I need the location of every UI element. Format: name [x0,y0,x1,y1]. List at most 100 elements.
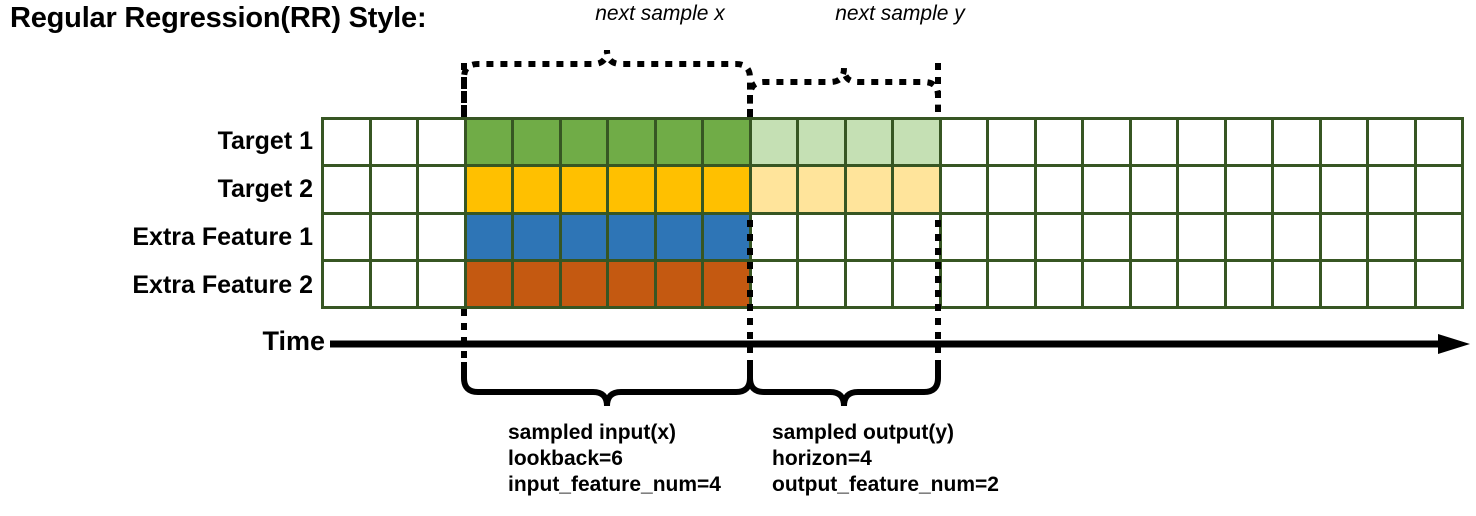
grid-cell-extra-feature-1-col-19 [1226,214,1271,259]
time-series-grid [321,117,1464,309]
grid-cell-extra-feature-1-col-0 [324,214,369,259]
note-sampled-input-line3: input_feature_num=4 [508,473,721,496]
row-label-extra-feature-2: Extra Feature 2 [132,271,313,299]
grid-cell-target-2-col-21 [1321,167,1366,212]
grid-cell-target-1-col-0 [324,120,369,165]
grid-cell-target-2-col-13 [941,167,986,212]
grid-cell-target-2-col-2 [419,167,464,212]
grid-cell-target-2-col-0 [324,167,369,212]
grid-cell-extra-feature-2-col-5 [561,261,606,306]
grid-cell-extra-feature-2-col-8 [704,261,749,306]
grid-cell-extra-feature-1-col-20 [1274,214,1319,259]
grid-cell-target-2-col-15 [1036,167,1081,212]
grid-cell-extra-feature-2-col-6 [609,261,654,306]
grid-cell-target-2-col-3 [466,167,511,212]
grid-cell-extra-feature-1-col-6 [609,214,654,259]
grid-cell-target-2-col-5 [561,167,606,212]
row-label-target-1: Target 1 [217,127,313,155]
grid-cell-target-1-col-17 [1131,120,1176,165]
grid-cell-extra-feature-2-col-19 [1226,261,1271,306]
grid-cell-target-1-col-14 [989,120,1034,165]
grid-cell-extra-feature-1-col-18 [1179,214,1224,259]
grid-cell-extra-feature-1-col-23 [1416,214,1461,259]
note-sampled-output-line3: output_feature_num=2 [772,473,999,496]
grid-cell-extra-feature-2-col-4 [514,261,559,306]
grid-cell-target-2-col-8 [704,167,749,212]
grid-cell-extra-feature-1-col-5 [561,214,606,259]
note-sampled-output-line1: sampled output(y) [772,421,954,444]
grid-cell-extra-feature-1-col-7 [656,214,701,259]
grid-cell-extra-feature-2-col-1 [371,261,416,306]
grid-cell-target-1-col-12 [894,120,939,165]
grid-cell-extra-feature-1-col-13 [941,214,986,259]
grid-cell-extra-feature-2-col-17 [1131,261,1176,306]
grid-cell-extra-feature-1-col-9 [751,214,796,259]
grid-cell-extra-feature-2-col-2 [419,261,464,306]
grid-cell-target-1-col-19 [1226,120,1271,165]
brace-next-sample-y [747,67,941,117]
grid-cell-extra-feature-2-col-9 [751,261,796,306]
grid-cell-extra-feature-2-col-14 [989,261,1034,306]
row-label-target-2: Target 2 [217,175,313,203]
note-sampled-input-line2: lookback=6 [508,447,623,470]
note-sampled-output: sampled output(y) horizon=4 output_featu… [772,420,999,498]
grid-cell-target-2-col-16 [1084,167,1129,212]
grid-cell-extra-feature-2-col-11 [846,261,891,306]
grid-cell-extra-feature-1-col-10 [799,214,844,259]
note-sampled-input-line1: sampled input(x) [508,421,677,444]
grid-cell-extra-feature-1-col-14 [989,214,1034,259]
grid-cell-target-2-col-20 [1274,167,1319,212]
grid-cell-extra-feature-2-col-15 [1036,261,1081,306]
grid-cell-target-1-col-18 [1179,120,1224,165]
grid-cell-target-2-col-10 [799,167,844,212]
grid-cell-target-1-col-15 [1036,120,1081,165]
grid-cell-target-1-col-4 [514,120,559,165]
grid-cell-target-2-col-1 [371,167,416,212]
grid-cell-extra-feature-1-col-17 [1131,214,1176,259]
note-sampled-input: sampled input(x) lookback=6 input_featur… [508,420,721,498]
grid-cell-target-1-col-2 [419,120,464,165]
grid-cell-extra-feature-2-col-16 [1084,261,1129,306]
grid-cell-target-1-col-16 [1084,120,1129,165]
grid-cell-target-2-col-6 [609,167,654,212]
grid-cell-extra-feature-1-col-8 [704,214,749,259]
grid-cell-extra-feature-1-col-21 [1321,214,1366,259]
grid-cell-target-2-col-11 [846,167,891,212]
row-label-extra-feature-1: Extra Feature 1 [132,223,313,251]
grid-cell-target-2-col-22 [1369,167,1414,212]
grid-cell-extra-feature-2-col-7 [656,261,701,306]
grid-cell-target-1-col-13 [941,120,986,165]
grid-cell-target-1-col-23 [1416,120,1461,165]
label-next-sample-y: next sample y [835,2,965,25]
grid-cell-extra-feature-2-col-12 [894,261,939,306]
grid-cell-extra-feature-1-col-12 [894,214,939,259]
grid-cell-extra-feature-2-col-10 [799,261,844,306]
grid-cell-extra-feature-1-col-2 [419,214,464,259]
grid-cell-target-1-col-6 [609,120,654,165]
grid-cell-target-2-col-18 [1179,167,1224,212]
grid-cell-extra-feature-1-col-15 [1036,214,1081,259]
grid-cell-extra-feature-2-col-23 [1416,261,1461,306]
note-sampled-output-line2: horizon=4 [772,447,872,470]
grid-cell-target-1-col-22 [1369,120,1414,165]
grid-cell-target-1-col-1 [371,120,416,165]
grid-cell-target-1-col-11 [846,120,891,165]
time-axis-label: Time [262,326,325,356]
grid-cell-target-2-col-17 [1131,167,1176,212]
row-label-column: Target 1 Target 2 Extra Feature 1 Extra … [5,117,313,309]
grid-cell-extra-feature-1-col-1 [371,214,416,259]
grid-cell-extra-feature-1-col-3 [466,214,511,259]
grid-cell-extra-feature-2-col-0 [324,261,369,306]
grid-cell-extra-feature-1-col-16 [1084,214,1129,259]
grid-cell-target-1-col-9 [751,120,796,165]
grid-cell-extra-feature-1-col-22 [1369,214,1414,259]
grid-cell-target-2-col-14 [989,167,1034,212]
brace-next-sample-x [461,49,753,117]
grid-cell-extra-feature-2-col-13 [941,261,986,306]
grid-cell-target-1-col-20 [1274,120,1319,165]
grid-cell-extra-feature-1-col-4 [514,214,559,259]
grid-cell-target-1-col-3 [466,120,511,165]
grid-cell-target-1-col-5 [561,120,606,165]
grid-cell-target-1-col-10 [799,120,844,165]
